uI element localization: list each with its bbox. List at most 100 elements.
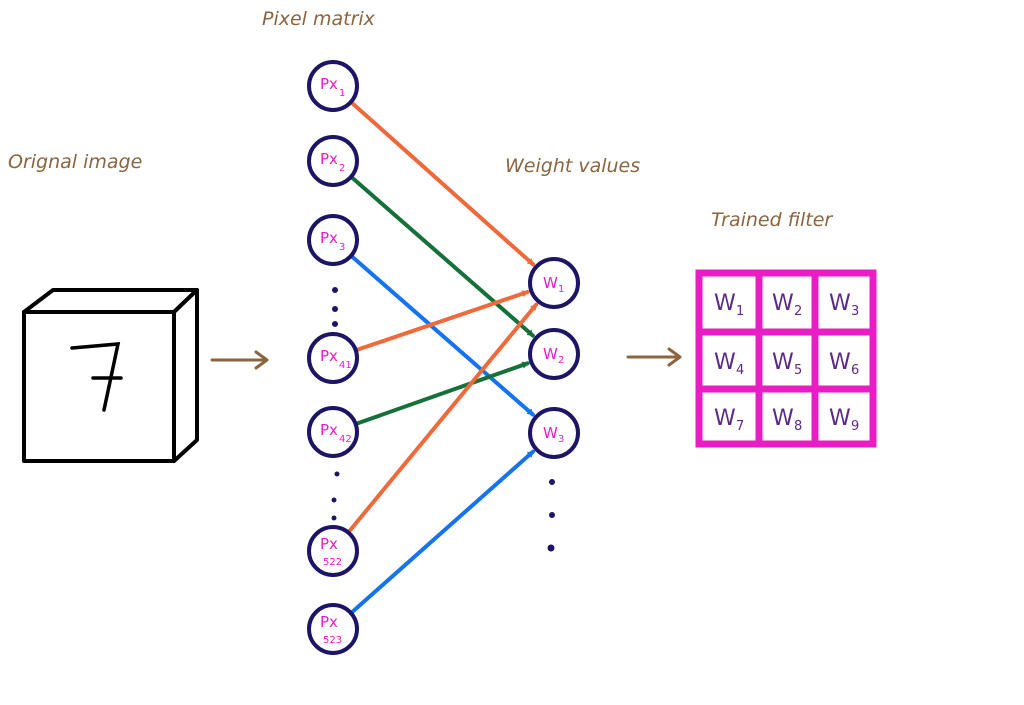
node-circle xyxy=(307,406,359,458)
node-circle xyxy=(528,407,580,459)
connection-px522-to-w1 xyxy=(346,302,539,535)
weight-node-subscript: 3 xyxy=(558,434,564,445)
ellipsis-dot xyxy=(332,287,338,293)
filter-cell-subscript: 8 xyxy=(794,419,802,434)
pixel-node-label: Px xyxy=(320,150,338,168)
ellipsis-dot xyxy=(331,515,337,521)
ellipsis-dot xyxy=(334,471,340,477)
filter-cell-subscript: 4 xyxy=(736,363,744,378)
ellipsis-dot xyxy=(547,544,555,552)
node-circle xyxy=(307,135,359,187)
weight-node-label: W xyxy=(543,345,558,363)
pixel-node-subscript: 41 xyxy=(339,360,352,371)
arrow-image-to-pixels xyxy=(210,350,269,370)
pixel-node-subscript: 522 xyxy=(323,557,342,568)
node-circle xyxy=(528,257,580,309)
node-circle xyxy=(307,214,359,266)
pixel-node-subscript: 1 xyxy=(339,88,345,99)
weight-values-label: Weight values xyxy=(505,155,640,177)
ellipsis-dot xyxy=(332,306,338,312)
connections-layer xyxy=(346,99,539,616)
filter-cell-subscript: 1 xyxy=(736,304,744,319)
original-image-label: Orignal image xyxy=(8,151,142,173)
connection-px1-to-w1 xyxy=(348,99,536,267)
node-circle xyxy=(528,328,580,380)
pixel-node-subscript: 3 xyxy=(339,242,345,253)
pixel-node-px522: Px 522 xyxy=(307,525,359,577)
arrow-weights-to-filter xyxy=(626,347,682,367)
digit-seven-glyph xyxy=(70,342,123,412)
connection-px42-to-w2 xyxy=(353,361,530,427)
filter-cell-subscript: 6 xyxy=(851,363,859,378)
filter-cell-label: W xyxy=(829,291,851,316)
pixel-node-label: Px xyxy=(320,229,338,247)
pixel-matrix-label: Pixel matrix xyxy=(262,8,376,30)
pixel-node-px2: Px2 xyxy=(307,135,359,187)
filter-cell-subscript: 9 xyxy=(851,419,859,434)
pixel-node-subscript: 523 xyxy=(323,635,342,646)
pixel-node-subscript: 42 xyxy=(339,434,352,445)
filter-cell-label: W xyxy=(772,291,794,316)
node-circle xyxy=(307,603,359,655)
cube-side-face xyxy=(172,288,199,463)
weight-node-subscript: 2 xyxy=(558,355,564,366)
pixel-node-px3: Px3 xyxy=(307,214,359,266)
filter-cell-label: W xyxy=(714,406,736,431)
node-circle xyxy=(307,332,359,384)
filter-cell-label: W xyxy=(772,406,794,431)
pixel-ellipsis-upper xyxy=(332,287,338,327)
pixel-node-px523: Px 523 xyxy=(307,603,359,655)
filter-cell-subscript: 2 xyxy=(794,304,802,319)
weight-node-label: W xyxy=(543,274,558,292)
pixel-node-label: Px xyxy=(320,75,338,93)
trained-filter-label: Trained filter xyxy=(711,209,833,231)
weight-node-label: W xyxy=(543,424,558,442)
node-circle xyxy=(307,525,359,577)
pixel-node-subscript: 2 xyxy=(339,163,345,174)
weight-node-subscript: 1 xyxy=(558,284,564,295)
node-circle xyxy=(307,60,359,112)
filter-cell-label: W xyxy=(829,350,851,375)
filter-outer-border xyxy=(695,269,877,448)
ellipsis-dot xyxy=(549,479,555,485)
connection-px3-to-w3 xyxy=(349,253,535,417)
filter-cell-subscript: 3 xyxy=(851,304,859,319)
pixel-node-label: Px xyxy=(320,535,338,553)
original-image-cube: 7 xyxy=(22,288,199,463)
pixel-node-px1: Px1 xyxy=(307,60,359,112)
ellipsis-dot xyxy=(331,497,337,503)
cube-top-face xyxy=(22,288,199,314)
filter-cell-subscript: 5 xyxy=(794,363,802,378)
ellipsis-dot xyxy=(332,321,338,327)
filter-cell-label: W xyxy=(829,406,851,431)
connection-px523-to-w3 xyxy=(348,449,536,616)
connection-px2-to-w2 xyxy=(349,174,535,338)
pixel-node-label: Px xyxy=(320,347,338,365)
filter-cell-label: W xyxy=(772,350,794,375)
pixel-ellipsis-lower xyxy=(331,471,340,521)
pixel-node-label: Px xyxy=(320,613,338,631)
filter-cell-label: W xyxy=(714,291,736,316)
cube-front-face xyxy=(22,310,176,463)
filter-cell-label: W xyxy=(714,350,736,375)
ellipsis-dot xyxy=(549,512,555,518)
weight-ellipsis xyxy=(547,479,555,552)
pixel-node-label: Px xyxy=(320,421,338,439)
